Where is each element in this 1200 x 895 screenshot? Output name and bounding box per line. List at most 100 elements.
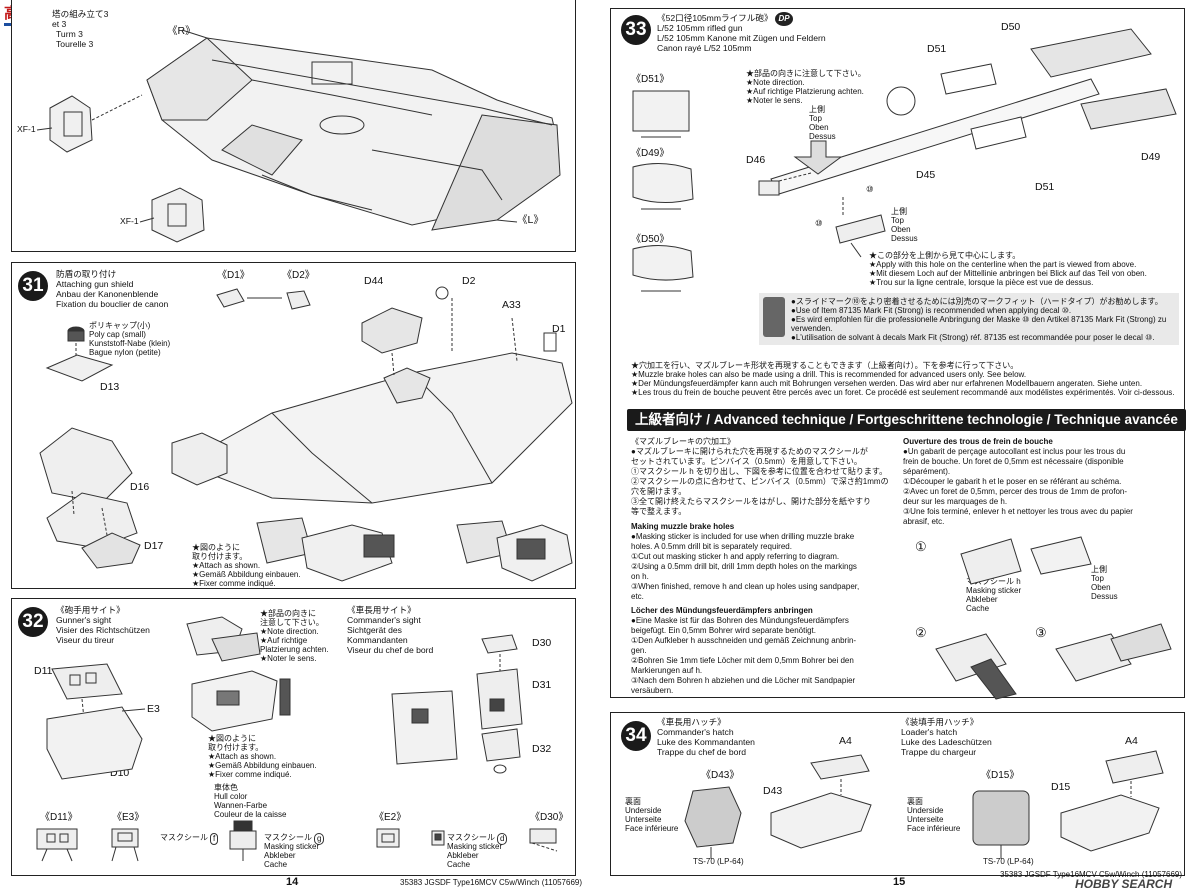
- jp-2: セットされています。ピンバイス（0.5mm）を用意して下さい。: [631, 457, 862, 466]
- step31-note-3: ★Gemäß Abbildung einbauen.: [192, 570, 301, 579]
- sticker-g-3: Cache: [264, 860, 288, 869]
- drill-1: ★Muzzle brake holes can also be made usi…: [631, 370, 1027, 379]
- de-2: beigefügt. Ein 0,5mm Bohrer wird separat…: [631, 626, 816, 635]
- step31-note-1: 取り付けます。: [192, 552, 248, 561]
- sticker-d-1: Masking sticker: [447, 842, 503, 851]
- direction-2: ★Note direction.: [260, 627, 319, 636]
- step-30-panel: 塔の組み立て3 et 3 Turm 3 Tourelle 3 《R》 《L》 X…: [11, 0, 576, 252]
- gunner-2: Visier des Richtschützen: [56, 625, 150, 635]
- part-d1: D1: [552, 323, 566, 335]
- fig-2: ②: [915, 625, 927, 640]
- sticker-g-1: Masking sticker: [264, 842, 320, 851]
- step31-title-2: Anbau der Kanonenblende: [56, 289, 159, 299]
- de-1: ●Eine Maske ist für das Bohren des Mündu…: [631, 616, 849, 625]
- en-3: ①Cut out masking sticker h and apply ref…: [631, 552, 840, 561]
- marker-10-b: ⑩: [815, 218, 823, 228]
- fr-7: ③Une fois terminé, enlever h et nettoyer…: [903, 507, 1133, 516]
- part-d16: D16: [130, 481, 150, 493]
- attach-4: ★Fixer comme indiqué.: [208, 770, 292, 779]
- right-footer: 35383 JGSDF Type16MCV C5w/Winch (1105766…: [1000, 870, 1183, 879]
- gun-direction-2: ★Auf richtige Platzierung achten.: [746, 87, 864, 96]
- hatch-cmd-3: Trappe du chef de bord: [657, 747, 747, 757]
- hatch-cmd-2: Luke des Kommandanten: [657, 737, 755, 747]
- polycap-0: ポリキャップ(小): [89, 321, 151, 330]
- step-33-number: 33: [621, 15, 651, 45]
- part-d51a: D51: [927, 43, 947, 55]
- gun-up2-3: Dessus: [891, 234, 918, 243]
- part-d43: D43: [763, 785, 783, 797]
- en-6: ③When finished, remove h and clean up ho…: [631, 582, 860, 591]
- fig-up-2: Oben: [1091, 583, 1111, 592]
- sticker-g-letter: g: [314, 833, 325, 845]
- markfit-0: ●スライドマーク⑩をより密着させるためには別売のマークフィット（ハードタイプ）が…: [791, 297, 1163, 306]
- drill-2: ★Der Mündungsfeuerdämpfer kann auch mit …: [631, 379, 1143, 388]
- attach-0: ★図のように: [208, 734, 256, 743]
- jp-3: ①マスクシール h を切り出し、下図を参考に位置を合わせて貼ります。: [631, 467, 888, 476]
- under2-3: Face inférieure: [907, 824, 961, 833]
- jp-6: ③全て開け終えたらマスクシールをはがし、開けた部分を紙やすり: [631, 497, 871, 506]
- mask-2: Abkleber: [966, 595, 998, 604]
- fr-5: ②Avec un foret de 0,5mm, percer des trou…: [903, 487, 1128, 496]
- step-34-panel: 34 《車長用ハッチ》 Commander's hatch Luke des K…: [610, 712, 1185, 876]
- step31-note-0: ★図のように: [192, 543, 240, 552]
- hull-color-1: Hull color: [214, 792, 248, 801]
- step30-title-0: 塔の組み立て3: [52, 9, 109, 19]
- direction-1: 注意して下さい。: [260, 618, 324, 627]
- part-d51b: D51: [1035, 181, 1055, 193]
- gun-direction-0: ★部品の向きに注意して下さい。: [746, 69, 866, 78]
- de-6: Markierungen auf h.: [631, 666, 703, 675]
- en-0: Making muzzle brake holes: [631, 522, 735, 531]
- hull-color-2: Wannen-Farbe: [214, 801, 268, 810]
- paint-a: TS-70 (LP-64): [693, 857, 744, 866]
- de-7: ③Nach dem Bohren h abziehen und die Löch…: [631, 676, 856, 685]
- gun-title-0: 《52口径105mmライフル砲》: [657, 13, 773, 23]
- de-3: ①Den Aufkleber h ausschneiden und gemäß …: [631, 636, 857, 645]
- gun-title-2: L/52 105mm Kanone mit Zügen und Feldern: [657, 33, 826, 43]
- step-31-panel: 31 防盾の取り付け Attaching gun shield Anbau de…: [11, 262, 576, 589]
- fr-8: abrasif, etc.: [903, 517, 945, 526]
- sticker-d-letter: d: [497, 833, 508, 845]
- hull-color-3: Couleur de la caisse: [214, 810, 287, 819]
- markfit-box: [759, 293, 1179, 345]
- jp-5: 穴を開けます。: [631, 487, 687, 496]
- part-e3-box: 《E3》: [112, 812, 145, 823]
- left-footer: 35383 JGSDF Type16MCV C5w/Winch (1105766…: [400, 878, 583, 887]
- direction-3: ★Auf richtige: [260, 636, 308, 645]
- label-r: 《R》: [167, 25, 196, 37]
- step-33-panel: 33 《52口径105mmライフル砲》 L/52 105mm rifled gu…: [610, 8, 1186, 700]
- sticker-d-2: Abkleber: [447, 851, 479, 860]
- gun-up-2: Oben: [809, 123, 829, 132]
- part-d49: D49: [1141, 151, 1161, 163]
- hatch-cmd-0: 《車長用ハッチ》: [657, 717, 726, 727]
- watermark: HOBBY SEARCH: [1075, 877, 1173, 891]
- gunner-1: Gunner's sight: [56, 615, 112, 625]
- commander-4: Viseur du chef de bord: [347, 645, 434, 655]
- marker-10-a: ⑩: [866, 184, 874, 194]
- polycap-2: Kunststoff-Nabe (klein): [89, 339, 171, 348]
- part-d49-box: 《D49》: [631, 148, 670, 159]
- mask-0: マスクシール h: [966, 577, 1021, 586]
- part-e3: E3: [147, 703, 160, 715]
- under2-1: Underside: [907, 806, 944, 815]
- hull-color-0: 車体色: [214, 783, 238, 792]
- sticker-g-2: Abkleber: [264, 851, 296, 860]
- step30-title-1: et 3: [52, 19, 67, 29]
- gun-shield-drawing: [39, 286, 573, 582]
- sights-drawing: [36, 616, 558, 862]
- markfit-1: ●Use of Item 87135 Mark Fit (Strong) is …: [791, 306, 1072, 315]
- centerline-3: ★Trou sur la ligne centrale, lorsque la …: [869, 278, 1094, 287]
- de-4: gen.: [631, 646, 647, 655]
- step-31-number: 31: [18, 271, 48, 301]
- gun-up-3: Dessus: [809, 132, 836, 141]
- fig-3: ③: [1035, 625, 1047, 640]
- dp-badge: DP: [775, 12, 793, 26]
- gun-direction-1: ★Note direction.: [746, 78, 805, 87]
- gun-up-0: 上側: [809, 105, 825, 114]
- part-d46: D46: [746, 154, 766, 166]
- under2-0: 裏面: [907, 797, 923, 806]
- fr-6: deur sur les marquages de h.: [903, 497, 1008, 506]
- hatch-load-3: Trappe du chargeur: [901, 747, 977, 757]
- gun-title-1: L/52 105mm rifled gun: [657, 23, 743, 33]
- mask-3: Cache: [966, 604, 990, 613]
- part-d45: D45: [916, 169, 936, 181]
